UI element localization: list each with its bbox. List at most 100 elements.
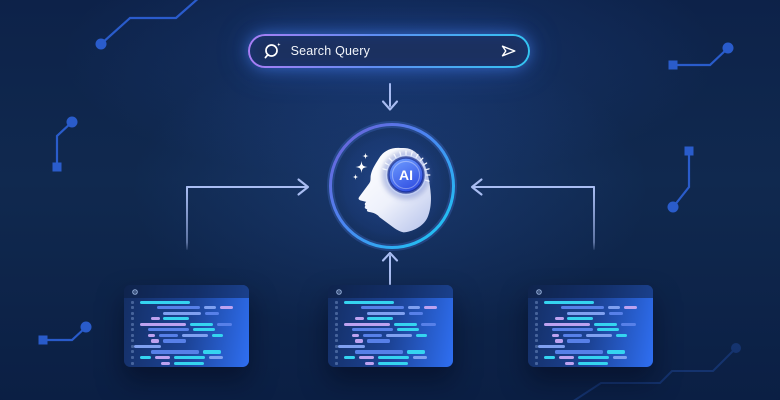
badge-ticks [382, 150, 431, 196]
arrow-left-to-core [186, 178, 310, 250]
circuit-trace-top-left [100, 0, 199, 45]
code-line [163, 339, 186, 343]
code-line [148, 333, 155, 337]
code-line [355, 317, 364, 321]
code-line [344, 300, 394, 304]
gutter-dot [131, 350, 134, 354]
search-query-text[interactable]: Search Query [290, 44, 371, 58]
code-window-body [328, 298, 453, 367]
circuit-trace-top-right [677, 48, 728, 67]
code-line [544, 300, 594, 304]
code-line [155, 356, 170, 360]
gutter-dot [131, 339, 134, 343]
gutter-dot [131, 361, 134, 365]
gutter-dot [535, 322, 538, 326]
code-line [561, 306, 604, 310]
code-line [624, 306, 637, 310]
code-line [203, 350, 221, 354]
gutter-dot [535, 311, 538, 315]
code-line [190, 322, 213, 326]
gear-icon [336, 288, 342, 295]
gutter-dot [131, 356, 134, 359]
gutter-dot [131, 344, 134, 348]
arrow-right-to-core [470, 178, 595, 250]
search-icon [262, 41, 283, 62]
code-line [578, 361, 608, 365]
gutter-dot [335, 317, 338, 321]
code-line [613, 356, 627, 360]
arrow-bottom-to-core [381, 251, 399, 285]
code-line [163, 317, 189, 321]
gutter-dot [335, 333, 338, 337]
ai-head-icon: AI [352, 147, 431, 233]
gutter-dot [131, 306, 134, 310]
code-line [378, 361, 408, 365]
gutter-dot [535, 300, 538, 304]
circuit-trace-bottom-right [573, 343, 741, 400]
gutter-dot [131, 311, 134, 315]
gear-icon [132, 288, 138, 295]
gutter-dot [335, 306, 338, 310]
code-line [174, 356, 205, 360]
code-line [607, 350, 625, 354]
gutter-dot [131, 300, 134, 304]
gutter-dot [335, 361, 338, 365]
code-line [416, 333, 427, 337]
code-window-header [528, 285, 653, 298]
circuit-traces [38, 0, 734, 345]
code-line [140, 322, 186, 326]
code-line [413, 356, 427, 360]
code-line [378, 356, 409, 360]
code-window-header [328, 285, 453, 298]
gutter-dot [131, 333, 134, 337]
code-line [567, 317, 593, 321]
code-line [586, 333, 612, 337]
gutter-dot [535, 328, 538, 332]
code-window-body [124, 298, 249, 367]
code-line [544, 356, 555, 360]
code-line [559, 356, 574, 360]
code-line [597, 328, 619, 332]
code-line [140, 356, 151, 360]
code-line [552, 328, 593, 332]
gutter-dot [535, 356, 538, 359]
gutter-dot [131, 322, 134, 326]
gutter-dot [335, 328, 338, 332]
code-line [367, 339, 390, 343]
code-line [424, 306, 437, 310]
code-line [161, 361, 170, 365]
code-line [361, 306, 404, 310]
code-line [555, 339, 563, 343]
code-line [408, 306, 420, 310]
gutter-dot [535, 333, 538, 337]
code-window-right [528, 285, 653, 367]
code-line [174, 361, 204, 365]
code-line [616, 333, 627, 337]
code-line [355, 339, 363, 343]
gutter-dot [335, 350, 338, 354]
ai-badge: AI [387, 156, 425, 194]
code-line [538, 344, 565, 349]
code-line [367, 317, 393, 321]
code-line [363, 333, 382, 337]
code-line [567, 339, 590, 343]
gutter-dot [335, 339, 338, 343]
send-icon[interactable] [500, 43, 517, 59]
code-line [421, 322, 436, 326]
gear-icon [536, 288, 542, 295]
code-line [352, 328, 393, 332]
code-window-header [124, 285, 249, 298]
search-bar[interactable]: Search Query [248, 34, 530, 68]
code-line [563, 333, 582, 337]
code-line [182, 333, 208, 337]
gutter-dot [335, 344, 338, 348]
code-line [352, 333, 359, 337]
code-line [205, 311, 219, 315]
code-line [157, 306, 200, 310]
code-line [386, 333, 412, 337]
code-line [134, 344, 161, 349]
gutter-dot [131, 317, 134, 321]
code-line [151, 350, 199, 354]
gutter-dot [335, 300, 338, 304]
